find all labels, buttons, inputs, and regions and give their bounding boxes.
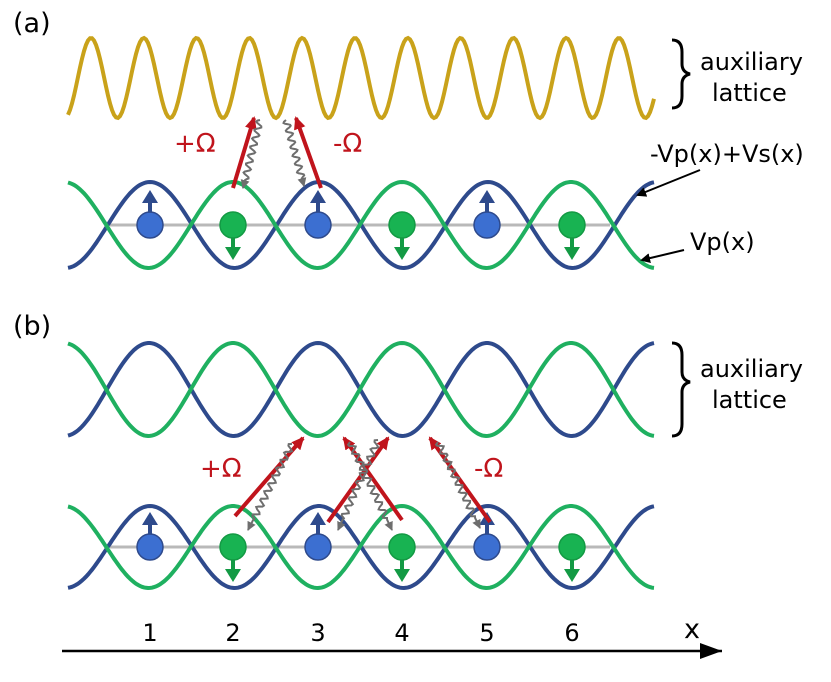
gray-wiggle-arrow-b3 <box>346 441 393 531</box>
potential-pointer-arrow <box>636 169 701 197</box>
spin-down-arrowhead <box>394 569 410 582</box>
gray-wiggle-arrow-b2 <box>337 439 380 531</box>
atom-site-2 <box>219 533 247 582</box>
site-number-5: 5 <box>479 619 494 647</box>
site-number-4: 4 <box>394 619 409 647</box>
green-atom <box>388 211 416 239</box>
plus-omega-label-a: +Ω <box>174 129 216 159</box>
spin-down-arrowhead <box>225 569 241 582</box>
potential-label: -Vp(x)+Vs(x) <box>650 140 804 168</box>
auxiliary-label-a-line2: lattice <box>712 79 787 107</box>
vp-label: Vp(x) <box>690 228 755 256</box>
green-atom <box>219 533 247 561</box>
site-numbers: 1 2 3 4 5 6 <box>142 619 579 647</box>
auxiliary-lattice-wave-a <box>66 35 656 121</box>
green-atom <box>558 211 586 239</box>
blue-atom <box>136 211 164 239</box>
minus-omega-label-a: -Ω <box>333 129 362 159</box>
spin-up-arrowhead <box>479 190 495 203</box>
red-arrow-minus-a <box>294 116 323 189</box>
atom-site-5 <box>473 190 501 239</box>
spin-down-arrowhead <box>564 247 580 260</box>
x-axis: x 1 2 3 4 5 6 <box>62 614 722 659</box>
auxiliary-label-a-line1: auxiliary <box>700 48 803 76</box>
spin-down-arrowhead <box>394 247 410 260</box>
auxiliary-label-b-line2: lattice <box>712 386 787 414</box>
site-number-2: 2 <box>225 619 240 647</box>
atom-site-1 <box>136 512 164 561</box>
plus-omega-label-b: +Ω <box>200 454 242 484</box>
auxiliary-brace-a <box>671 38 691 110</box>
site-number-6: 6 <box>564 619 579 647</box>
vp-pointer-arrow <box>640 249 685 264</box>
green-atom <box>219 211 247 239</box>
spin-up-arrowhead <box>142 190 158 203</box>
spin-up-arrowhead <box>310 190 326 203</box>
panel-b-label: (b) <box>13 311 51 342</box>
blue-atom <box>136 533 164 561</box>
gray-wiggle-arrow-b4 <box>434 441 481 529</box>
main-lattice-b <box>67 503 655 591</box>
atom-site-3 <box>304 512 332 561</box>
atom-site-4 <box>388 533 416 582</box>
spin-up-arrowhead <box>142 512 158 525</box>
green-atom <box>388 533 416 561</box>
atom-site-4 <box>388 211 416 260</box>
blue-atom <box>304 211 332 239</box>
minus-omega-label-b: -Ω <box>474 454 503 484</box>
auxiliary-brace-b <box>671 341 691 438</box>
site-number-1: 1 <box>142 619 157 647</box>
gray-wiggle-arrow-b1 <box>247 443 294 531</box>
main-lattice-a <box>67 179 655 271</box>
panel-a-label: (a) <box>13 8 51 39</box>
spin-up-arrowhead <box>310 512 326 525</box>
blue-atom <box>473 533 501 561</box>
gray-wiggle-arrow-a1 <box>240 119 263 189</box>
aux-green-wave <box>67 340 655 439</box>
spin-down-arrowhead <box>225 247 241 260</box>
auxiliary-label-b-line1: auxiliary <box>700 355 803 383</box>
site-number-3: 3 <box>310 619 325 647</box>
atom-site-1 <box>136 190 164 239</box>
green-atom <box>558 533 586 561</box>
red-arrow-b1 <box>233 436 305 518</box>
panel-a: (a) auxiliary lattice -Vp(x)+Vs(x) Vp(x)… <box>13 8 804 271</box>
atom-site-2 <box>219 211 247 260</box>
gray-wiggle-arrow-a2 <box>282 119 307 187</box>
atom-site-6 <box>558 533 586 582</box>
auxiliary-lattice-b <box>67 340 655 439</box>
atom-site-3 <box>304 190 332 239</box>
vs-wave <box>67 179 655 271</box>
vs-wave <box>67 503 655 591</box>
x-axis-label: x <box>684 614 700 645</box>
blue-atom <box>473 211 501 239</box>
panel-b: (b) auxiliary lattice +Ω -Ω <box>13 311 803 591</box>
spin-down-arrowhead <box>564 569 580 582</box>
atom-site-6 <box>558 211 586 260</box>
blue-atom <box>304 533 332 561</box>
red-arrow-plus-a <box>231 116 257 189</box>
